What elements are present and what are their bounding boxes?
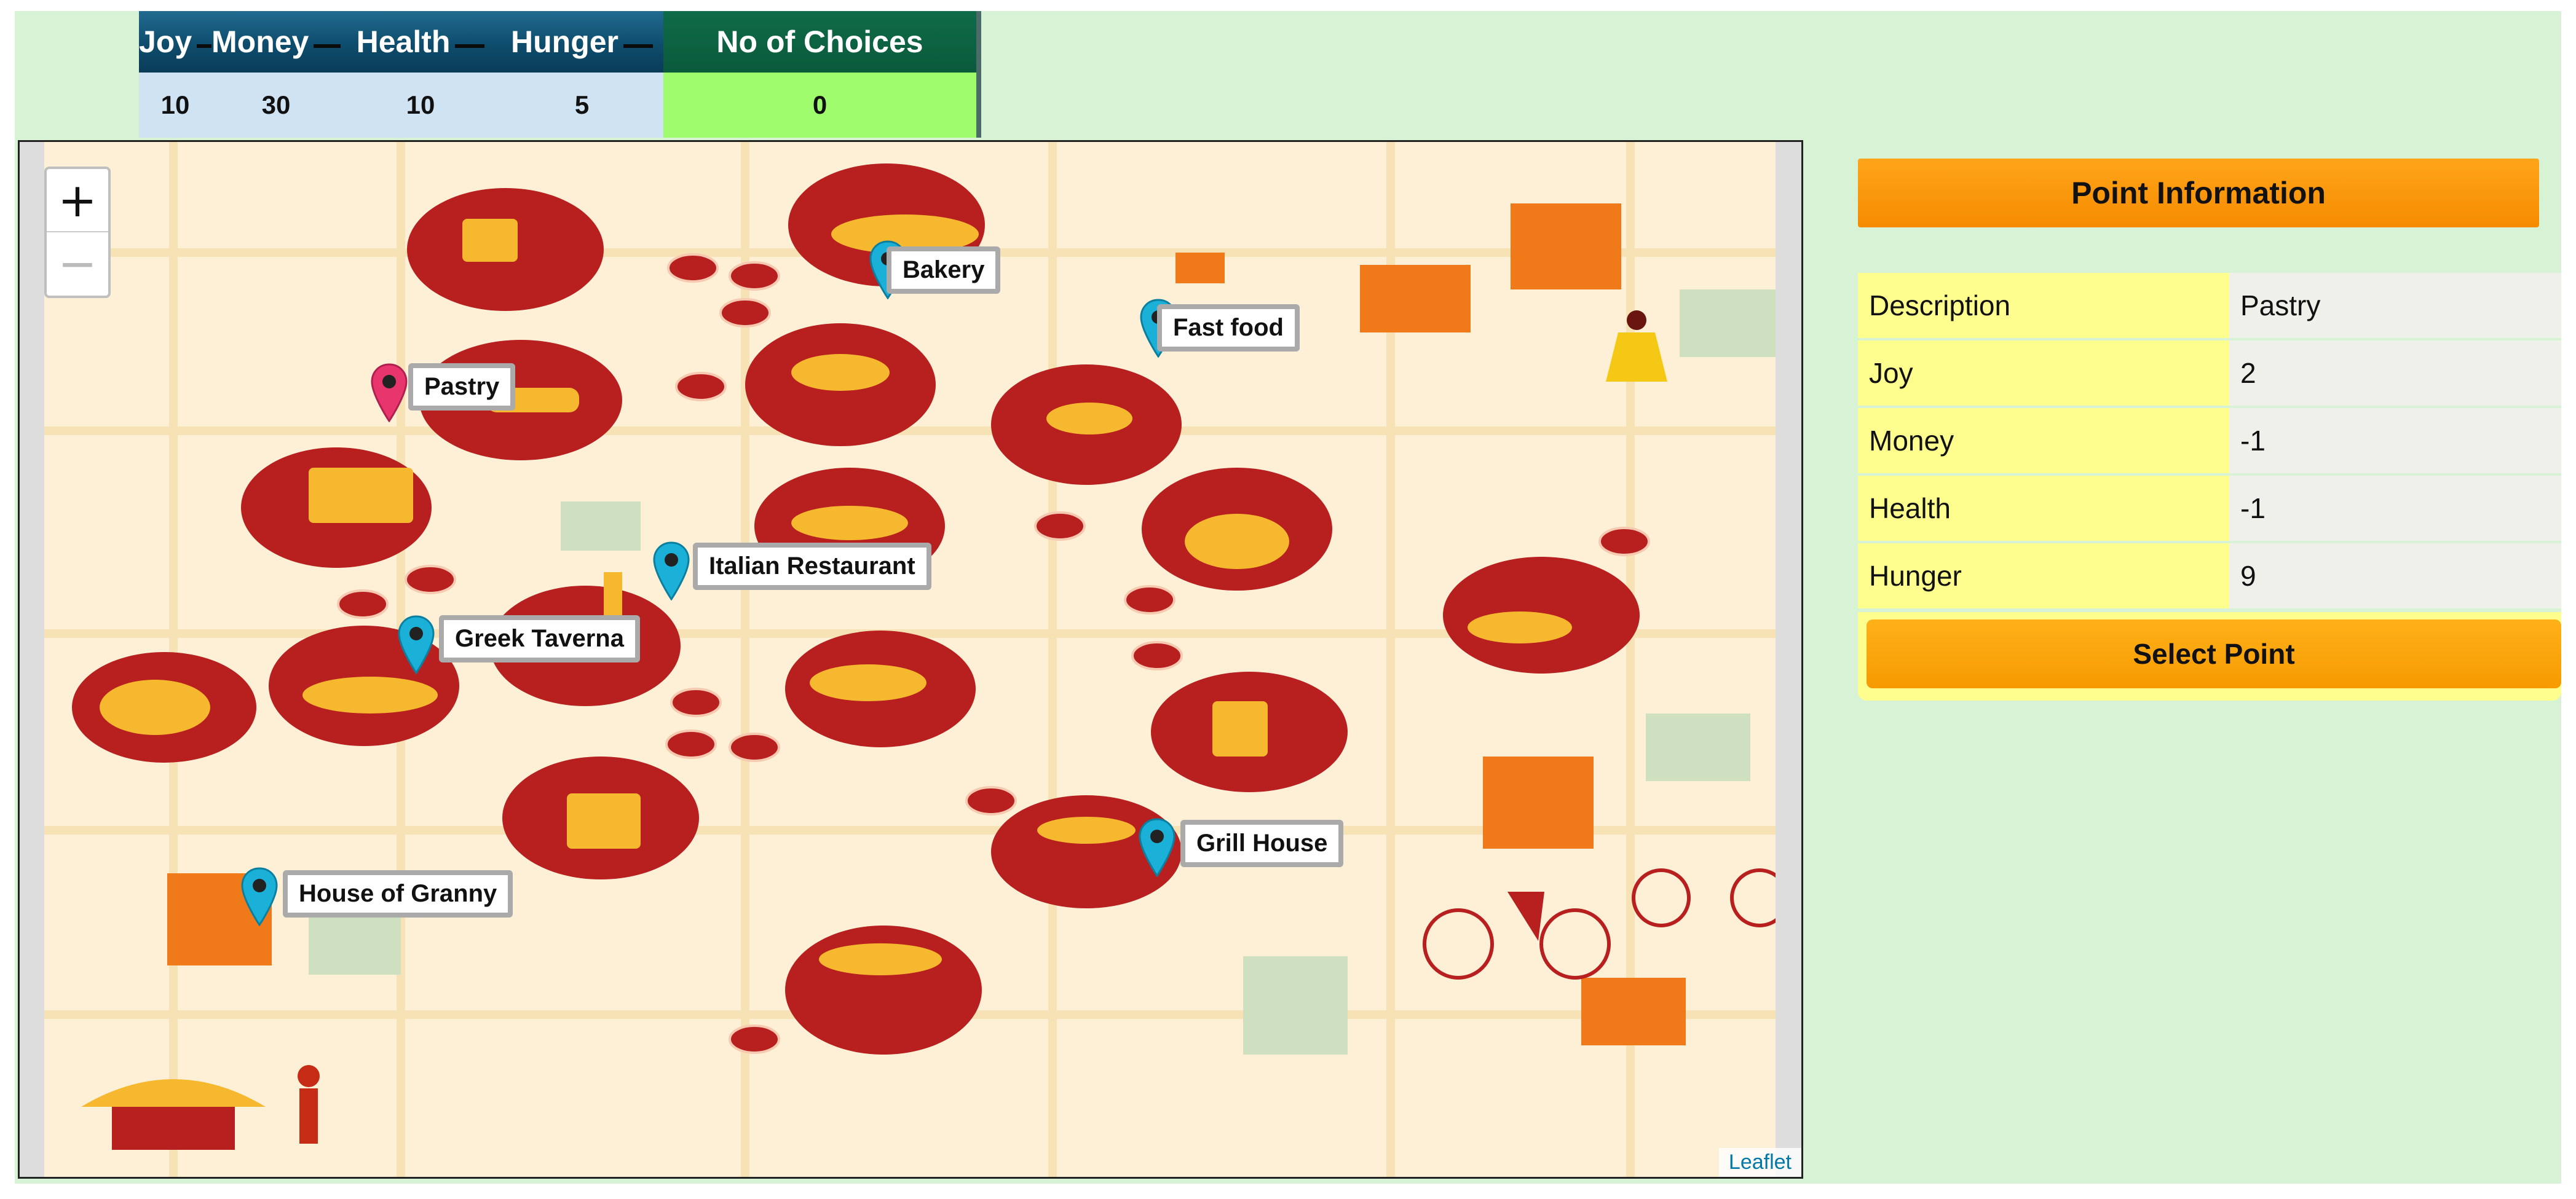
marker-label-pastry[interactable]: Pastry [408, 363, 516, 411]
sort-dash-icon [455, 44, 485, 48]
info-row: Hunger 9 [1858, 543, 2561, 608]
info-value: 9 [2229, 543, 2561, 608]
zoom-control: + − [44, 167, 111, 298]
map-illustration [20, 142, 1801, 1177]
marker-label-house-of-granny[interactable]: House of Granny [283, 870, 513, 918]
info-row: Health -1 [1858, 476, 2561, 541]
zoom-out-button[interactable]: − [47, 231, 108, 294]
info-value: -1 [2229, 408, 2561, 473]
sort-dash-icon [314, 44, 341, 48]
value-hunger: 5 [500, 73, 663, 138]
select-point-container: Select Point [1858, 612, 2561, 701]
leaflet-attribution-link[interactable]: Leaflet [1718, 1148, 1801, 1177]
stats-table: Joy Money Health Hunger No of Choices 10… [139, 11, 981, 138]
sort-dash-icon [197, 44, 211, 48]
marker-label-fast-food[interactable]: Fast food [1157, 304, 1300, 352]
point-information-title: Point Information [1858, 159, 2539, 227]
header-health[interactable]: Health [341, 11, 500, 73]
header-money[interactable]: Money [211, 11, 341, 73]
info-row: Money -1 [1858, 408, 2561, 473]
header-joy[interactable]: Joy [139, 11, 211, 73]
map-pin-selected-icon[interactable] [371, 363, 408, 422]
info-value: Pastry [2229, 273, 2561, 338]
info-row: Joy 2 [1858, 340, 2561, 406]
map-gutter [20, 142, 44, 1177]
info-key: Joy [1858, 340, 2229, 406]
value-joy: 10 [139, 73, 211, 138]
map-container[interactable]: + − Bakery Fast food Pastry Italian Rest… [18, 140, 1803, 1179]
map-scrollbar[interactable] [1776, 142, 1801, 1177]
map-pin-icon[interactable] [241, 867, 278, 926]
map-pin-icon[interactable] [398, 615, 435, 674]
marker-label-greek-taverna[interactable]: Greek Taverna [439, 615, 640, 662]
map-pin-icon[interactable] [653, 541, 690, 600]
marker-label-italian-restaurant[interactable]: Italian Restaurant [693, 543, 931, 590]
info-key: Money [1858, 408, 2229, 473]
map-pin-icon[interactable] [1139, 818, 1175, 877]
info-row: Description Pastry [1858, 273, 2561, 338]
header-hunger[interactable]: Hunger [500, 11, 663, 73]
info-value: -1 [2229, 476, 2561, 541]
zoom-in-button[interactable]: + [58, 173, 97, 227]
stats-header-row: Joy Money Health Hunger No of Choices [139, 11, 976, 73]
select-point-button[interactable]: Select Point [1867, 619, 2561, 688]
value-money: 30 [211, 73, 341, 138]
stats-value-row: 10 30 10 5 0 [139, 73, 976, 138]
value-health: 10 [341, 73, 500, 138]
info-key: Hunger [1858, 543, 2229, 608]
marker-label-grill-house[interactable]: Grill House [1180, 820, 1344, 867]
value-no-of-choices: 0 [663, 73, 976, 138]
info-key: Description [1858, 273, 2229, 338]
sort-dash-icon [623, 44, 653, 48]
info-value: 2 [2229, 340, 2561, 406]
marker-label-bakery[interactable]: Bakery [887, 246, 1001, 294]
header-no-of-choices[interactable]: No of Choices [663, 11, 976, 73]
point-information-table: Description Pastry Joy 2 Money -1 Health… [1858, 273, 2561, 611]
info-key: Health [1858, 476, 2229, 541]
